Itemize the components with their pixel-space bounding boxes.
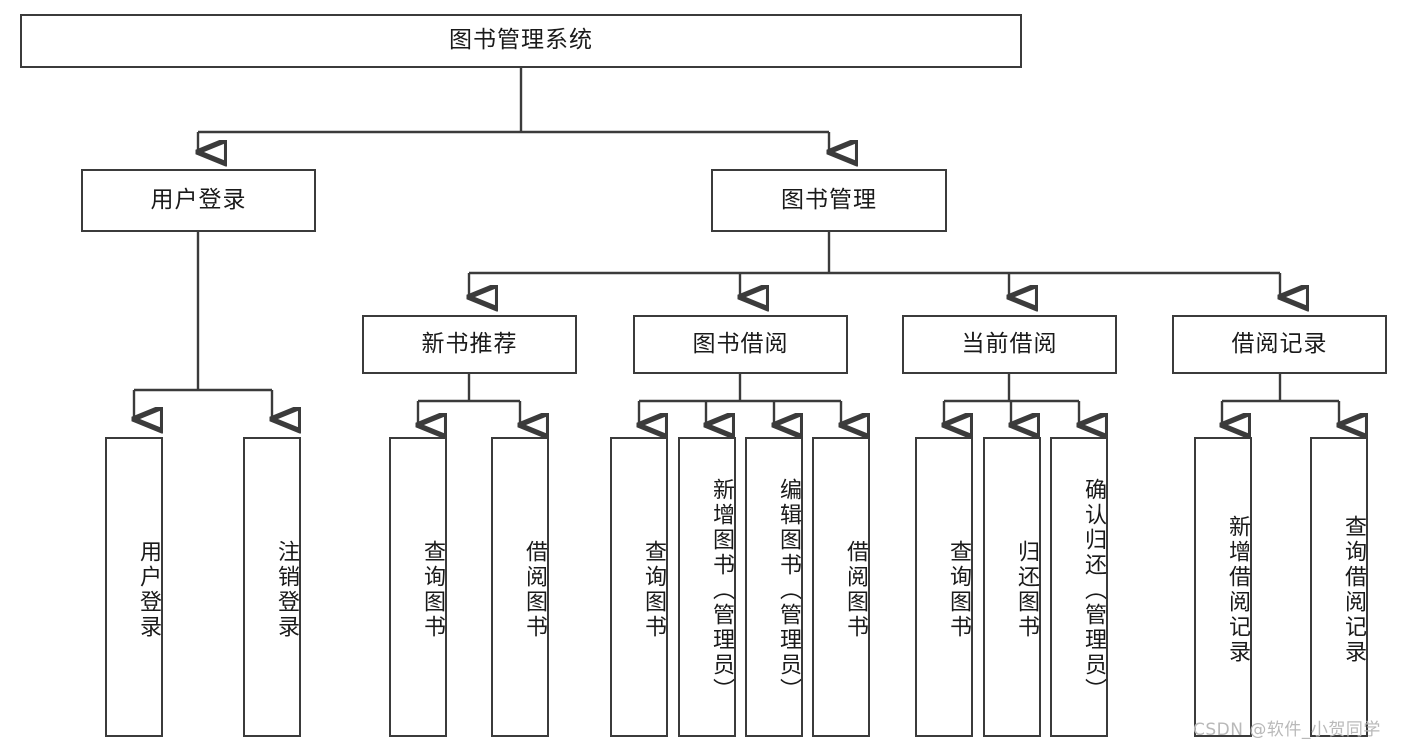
- node-book-borrow[interactable]: 图书借阅: [633, 315, 848, 374]
- node-label: 编辑图书（管理员）: [776, 477, 801, 703]
- node-leaf-query-book-3[interactable]: 查询图书: [915, 437, 973, 737]
- node-leaf-query-book-2[interactable]: 查询图书: [610, 437, 668, 737]
- node-label: 查询借阅记录: [1341, 515, 1366, 665]
- node-label: 借阅记录: [1231, 330, 1328, 357]
- node-label: 确认归还（管理员）: [1081, 477, 1106, 703]
- node-leaf-confirm-return[interactable]: 确认归还（管理员）: [1050, 437, 1108, 737]
- node-label: 新增借阅记录: [1225, 515, 1250, 665]
- node-label: 当前借阅: [961, 330, 1058, 357]
- node-label: 注销登录: [274, 540, 299, 640]
- node-leaf-user-login[interactable]: 用户登录: [105, 437, 163, 737]
- node-leaf-borrow-book-1[interactable]: 借阅图书: [491, 437, 549, 737]
- node-leaf-user-logout[interactable]: 注销登录: [243, 437, 301, 737]
- node-root-book-management-system[interactable]: 图书管理系统: [20, 14, 1022, 68]
- node-label: 图书管理: [781, 186, 877, 213]
- node-label: 查询图书: [641, 540, 666, 640]
- node-new-book-recommend[interactable]: 新书推荐: [362, 315, 577, 374]
- node-current-borrow[interactable]: 当前借阅: [902, 315, 1117, 374]
- node-label: 查询图书: [946, 540, 971, 640]
- node-leaf-query-record[interactable]: 查询借阅记录: [1310, 437, 1368, 737]
- node-borrow-record[interactable]: 借阅记录: [1172, 315, 1387, 374]
- node-label: 借阅图书: [522, 540, 547, 640]
- node-label: 新书推荐: [421, 330, 518, 357]
- node-leaf-add-record[interactable]: 新增借阅记录: [1194, 437, 1252, 737]
- node-label: 用户登录: [150, 186, 247, 213]
- node-label: 归还图书: [1014, 540, 1039, 640]
- node-leaf-query-book-1[interactable]: 查询图书: [389, 437, 447, 737]
- node-leaf-edit-book[interactable]: 编辑图书（管理员）: [745, 437, 803, 737]
- node-leaf-add-book[interactable]: 新增图书（管理员）: [678, 437, 736, 737]
- node-leaf-return-book[interactable]: 归还图书: [983, 437, 1041, 737]
- node-label: 查询图书: [420, 540, 445, 640]
- node-user-login[interactable]: 用户登录: [81, 169, 316, 232]
- node-label: 用户登录: [136, 540, 161, 640]
- node-label: 图书管理系统: [449, 27, 593, 54]
- node-label: 新增图书（管理员）: [709, 477, 734, 703]
- node-leaf-borrow-book-2[interactable]: 借阅图书: [812, 437, 870, 737]
- node-label: 图书借阅: [692, 330, 789, 357]
- node-book-manage[interactable]: 图书管理: [711, 169, 947, 232]
- node-label: 借阅图书: [843, 540, 868, 640]
